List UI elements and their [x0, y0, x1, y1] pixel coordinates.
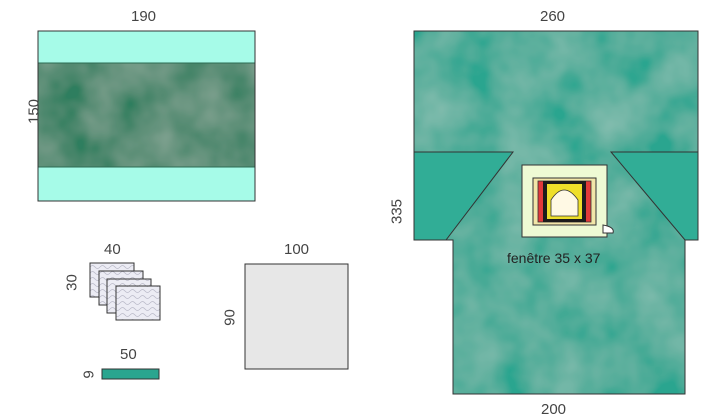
main-drape-height-label: 335 [388, 198, 406, 225]
square-drape-width-label: 100 [284, 241, 310, 258]
window-size-label: fenêtre 35 x 37 [507, 250, 601, 266]
swabs-height-label: 30 [63, 274, 81, 291]
strip-width-label: 50 [120, 346, 137, 363]
swab-stack [89, 262, 161, 321]
square-drape [244, 263, 349, 370]
large-drape-height-label: 150 [25, 98, 43, 125]
adhesive-strip [101, 368, 160, 380]
large-drape-width-label: 190 [131, 8, 157, 25]
main-drape-bottom-width-label: 200 [541, 401, 567, 418]
square-drape-height-label: 90 [221, 309, 239, 326]
large-drape [37, 30, 256, 202]
swabs-width-label: 40 [104, 241, 121, 258]
strip-height-label: 9 [80, 370, 98, 379]
main-drape [413, 30, 699, 395]
main-drape-top-width-label: 260 [540, 8, 566, 25]
